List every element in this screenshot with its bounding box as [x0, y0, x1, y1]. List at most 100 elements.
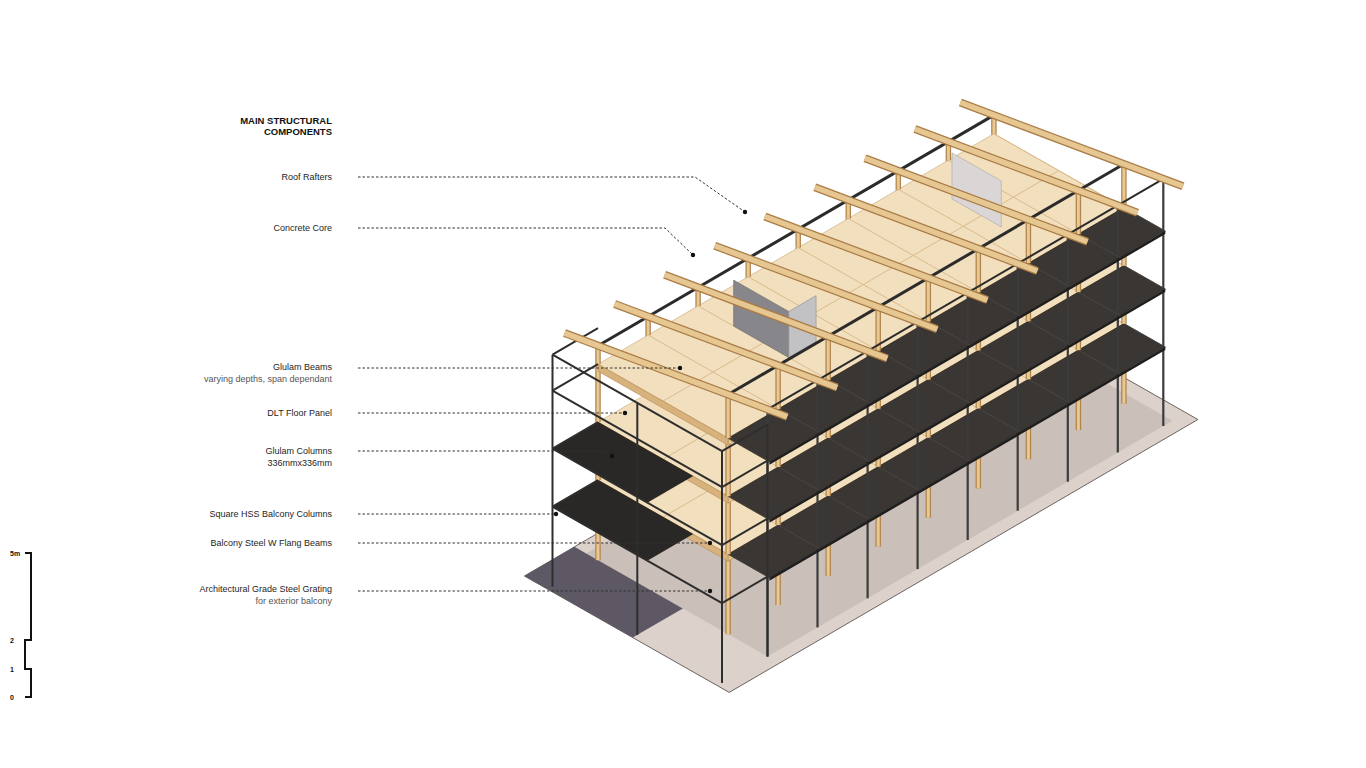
steel-frame [767, 425, 769, 657]
hss-column [1162, 288, 1164, 346]
hss-column [967, 293, 969, 344]
callout-label: Glulam Columns [265, 445, 332, 457]
hss-column [967, 402, 969, 460]
roof-rafter [615, 304, 838, 388]
hss-column [1017, 315, 1019, 373]
glulam-column [725, 554, 731, 634]
hss-column [816, 431, 818, 489]
callout-label: Square HSS Balcony Columns [209, 508, 332, 520]
callout-label: Architectural Grade Steel Grating [199, 583, 332, 595]
glulam-column [727, 496, 730, 554]
hss-column [1162, 179, 1164, 230]
hss-column [1117, 205, 1119, 256]
leader-line [358, 228, 693, 255]
hss-column [1067, 402, 1069, 482]
hss-column [1017, 431, 1019, 511]
grating-texture [828, 438, 869, 462]
roof-rafter [565, 333, 788, 417]
leader-dot [691, 253, 695, 257]
hss-column [1067, 344, 1069, 402]
grating-texture [728, 438, 769, 462]
callout-label: Roof Rafters [281, 171, 332, 183]
hss-column [916, 373, 918, 431]
steel-frame [722, 577, 768, 604]
hss-column [816, 380, 818, 431]
hss-column [1067, 286, 1069, 344]
scale-label: 1 [10, 666, 14, 674]
hss-column [816, 547, 818, 627]
steel-frame [553, 355, 723, 451]
hss-column [916, 431, 918, 489]
scale-label: 5m [10, 550, 20, 558]
grating-texture [778, 525, 819, 549]
hss-column [1117, 257, 1119, 315]
hss-column [916, 322, 918, 373]
hss-column [1117, 315, 1119, 373]
steel-frame [553, 449, 723, 545]
hss-column [816, 489, 818, 547]
leader-dot [610, 454, 614, 458]
roof-rafter [665, 275, 888, 359]
callout-label: Balcony Steel W Flang Beams [210, 537, 332, 549]
roof-rafter [865, 158, 1088, 242]
leader-dot [623, 411, 627, 415]
roof-rafter [960, 103, 1183, 187]
scale-bar [25, 553, 31, 697]
roof-rafter [815, 187, 1038, 271]
leader-line [358, 591, 710, 592]
leader-dot [743, 210, 747, 214]
glulam-column [727, 395, 730, 439]
hss-column [1162, 346, 1164, 426]
callout-label: 336mmx336mm [267, 457, 332, 469]
diagram-title: MAIN STRUCTURAL COMPONENTS [220, 115, 332, 137]
grating-texture [1124, 324, 1165, 348]
leader-dot [708, 541, 712, 545]
grating-texture [1078, 350, 1119, 374]
hss-column [1017, 373, 1019, 431]
grating-texture [928, 438, 969, 462]
roof-rafter [765, 217, 988, 301]
steel-frame [553, 422, 599, 449]
callout-label: varying depths, span dependant [204, 373, 332, 385]
roof-rafter [715, 246, 938, 330]
leader-line [358, 514, 556, 515]
grating-texture [728, 554, 769, 578]
steel-frame [722, 425, 768, 452]
steel-frame [553, 507, 723, 603]
roof-rafter [665, 275, 888, 359]
roof-rafter [915, 129, 1138, 213]
hss-column [1017, 264, 1019, 315]
roof-rafter [765, 217, 988, 301]
callout-label: for exterior balcony [255, 595, 332, 607]
roof-purlin [728, 164, 1124, 395]
roof-rafter [815, 187, 1038, 271]
grating-texture [1028, 321, 1069, 345]
leader-line [358, 451, 612, 456]
hss-column [866, 460, 868, 518]
roof-rafter [615, 304, 838, 388]
steel-grating [553, 422, 693, 502]
leader-line [358, 368, 680, 369]
hss-column [866, 351, 868, 402]
callout-label: Concrete Core [273, 222, 332, 234]
callout-label: DLT Floor Panel [267, 407, 332, 419]
roof-rafter [715, 246, 938, 330]
steel-w-beam [769, 231, 1165, 465]
leader-line [358, 177, 745, 212]
grating-texture [1078, 292, 1119, 316]
steel-grating [728, 208, 1165, 462]
grating-texture [878, 409, 919, 433]
grating-texture [728, 496, 769, 520]
scale-label: 0 [10, 694, 14, 702]
grating-texture [878, 467, 919, 491]
steel-frame [722, 519, 768, 546]
steel-frame [553, 391, 723, 487]
leader-dot [708, 589, 712, 593]
roof-rafter [865, 158, 1088, 242]
steel-frame [553, 480, 599, 507]
grating-texture [978, 350, 1019, 374]
hss-column [967, 344, 969, 402]
glulam-column [725, 496, 731, 554]
grating-texture [1124, 266, 1165, 290]
leader-line [358, 413, 625, 414]
